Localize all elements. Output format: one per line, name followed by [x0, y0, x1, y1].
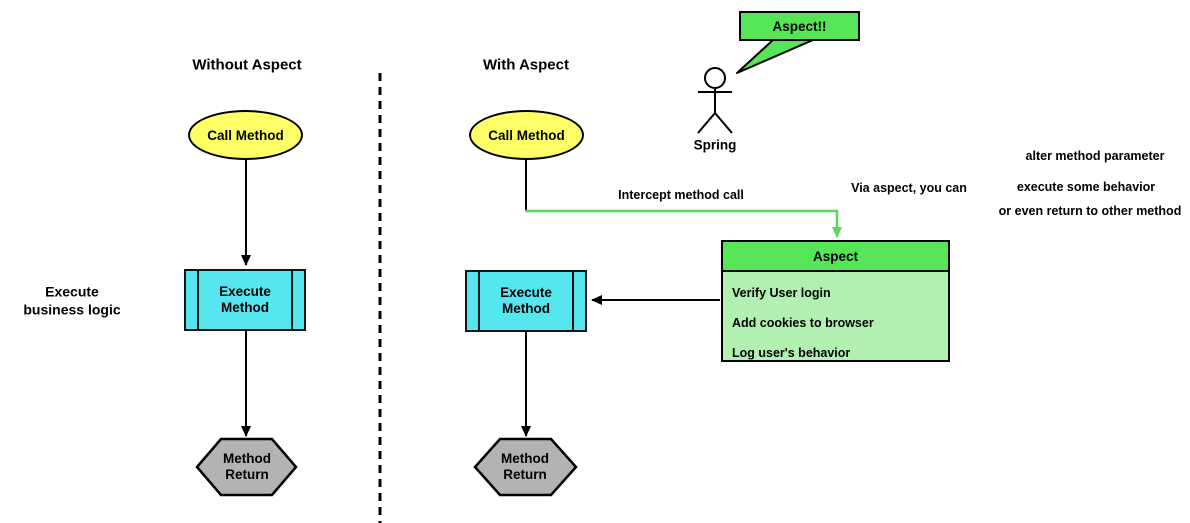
stick-figure-left-leg	[697, 112, 716, 134]
intercept-label: Intercept method call	[618, 188, 744, 203]
right-method-return-hexagon	[473, 437, 578, 497]
left-method-return-hexagon	[195, 437, 298, 497]
aspect-item: Log user's behavior	[732, 346, 851, 360]
left-call-method-label: Call Method	[207, 127, 284, 143]
left-call-method-node: Call Method	[188, 110, 303, 160]
right-execute-method-node: Execute Method	[465, 270, 587, 332]
note-item: execute some behavior	[1016, 180, 1156, 195]
aspect-node-title: Aspect	[723, 242, 948, 272]
speech-bubble-text: Aspect!!	[772, 18, 827, 34]
notes-intro: Via aspect, you can	[851, 181, 967, 196]
predefined-process-bar	[197, 271, 199, 329]
aspect-item: Add cookies to browser	[732, 316, 874, 330]
actor-label: Spring	[693, 137, 737, 153]
left-execute-method-label: Execute Method	[219, 283, 271, 315]
note-item: alter method parameter	[1025, 149, 1165, 164]
speech-bubble: Aspect!!	[739, 11, 860, 41]
left-side-annotation: Execute business logic	[23, 283, 121, 318]
aspect-node: Aspect Verify User login Add cookies to …	[721, 240, 950, 362]
predefined-process-bar	[478, 272, 480, 330]
left-method-return-label: Method Return	[223, 450, 271, 482]
stick-figure-spring	[697, 67, 733, 134]
intercept-green-arrow	[525, 209, 842, 238]
right-call-method-node: Call Method	[469, 110, 584, 160]
predefined-process-bar	[572, 272, 574, 330]
right-column-title: With Aspect	[483, 56, 569, 74]
right-call-method-label: Call Method	[488, 127, 565, 143]
left-column-title: Without Aspect	[192, 56, 302, 74]
right-method-return-label: Method Return	[501, 450, 549, 482]
aspect-item: Verify User login	[732, 286, 831, 300]
speech-bubble-tail	[736, 39, 814, 74]
note-item: or even return to other method	[998, 204, 1182, 219]
right-execute-method-label: Execute Method	[500, 284, 552, 316]
left-execute-method-node: Execute Method	[184, 269, 306, 331]
aspect-node-body: Verify User login Add cookies to browser…	[723, 272, 948, 368]
stick-figure-right-leg	[714, 112, 733, 134]
predefined-process-bar	[291, 271, 293, 329]
stick-figure-head	[704, 67, 726, 89]
